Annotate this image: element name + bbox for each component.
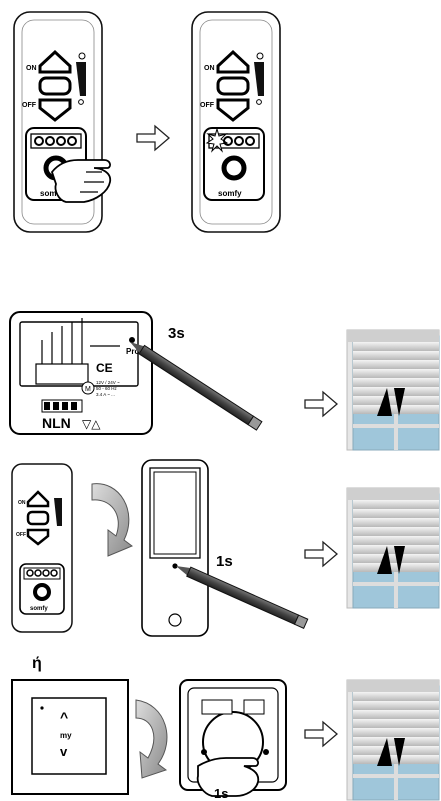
pen-icon (130, 342, 263, 431)
terminal-symbols: ▽△ (82, 417, 101, 431)
right-arrow-icon (304, 541, 338, 567)
curved-arrow-icon (91, 483, 133, 557)
roller-shutter-icon (345, 678, 441, 801)
spec-line: 3.4 A ~ ... (96, 392, 115, 397)
roller-shutter-icon (345, 328, 441, 452)
step3-time: 1s (216, 553, 233, 570)
remote-on-label: ON (26, 65, 37, 72)
spec-line: 12V / 24V ~ (96, 380, 120, 385)
my-label: my (60, 731, 72, 740)
remote-down-button (38, 98, 72, 122)
prog-label: Prog (126, 347, 144, 356)
wall-remote (141, 459, 209, 637)
or-label: ή (32, 655, 42, 672)
level-scale-icon (76, 52, 86, 105)
blinking-led-icon (205, 127, 229, 153)
receiver-module: CE M 12V / 24V ~ 50 - 60 Hz 3.4 A ~ ... … (9, 311, 153, 435)
svg-text:OFF: OFF (16, 532, 26, 538)
ce-mark: CE (96, 361, 113, 375)
down-chevron-icon: v (60, 744, 68, 759)
remote-brand: somfy (40, 189, 64, 198)
remote-left: ON OFF somfy (13, 11, 112, 233)
prog-button (129, 337, 135, 343)
pen-icon (176, 566, 309, 629)
remote-off-label: OFF (200, 102, 215, 109)
svg-text:ON: ON (18, 500, 26, 506)
roller-shutter-icon (345, 486, 441, 610)
remote-stop-button (38, 76, 72, 96)
remote-brand: somfy (218, 189, 242, 198)
right-arrow-icon (136, 125, 170, 151)
spec-line: 50 - 60 Hz (96, 386, 118, 391)
remote-right: ON OFF somfy (191, 11, 281, 233)
right-arrow-icon (304, 721, 338, 747)
remote-small: ON OFF somfy (11, 463, 73, 633)
remote-up-button (38, 49, 72, 74)
remote-on-label: ON (204, 65, 215, 72)
remote-off-label: OFF (22, 102, 37, 109)
switch-open-back (179, 679, 287, 791)
curved-arrow-icon (135, 699, 168, 779)
prog-button (172, 563, 178, 569)
pointing-hand-icon (196, 757, 260, 797)
svg-text:somfy: somfy (30, 606, 48, 612)
terminal-label: NLN (42, 415, 71, 431)
motor-label: M (85, 386, 91, 393)
right-arrow-icon (304, 391, 338, 417)
wall-switch: ^ my v (11, 679, 129, 795)
pointing-hand-icon (50, 159, 112, 203)
up-chevron-icon: ^ (60, 709, 68, 725)
step2-time: 3s (168, 325, 185, 342)
step4-time: 1s (214, 786, 228, 801)
